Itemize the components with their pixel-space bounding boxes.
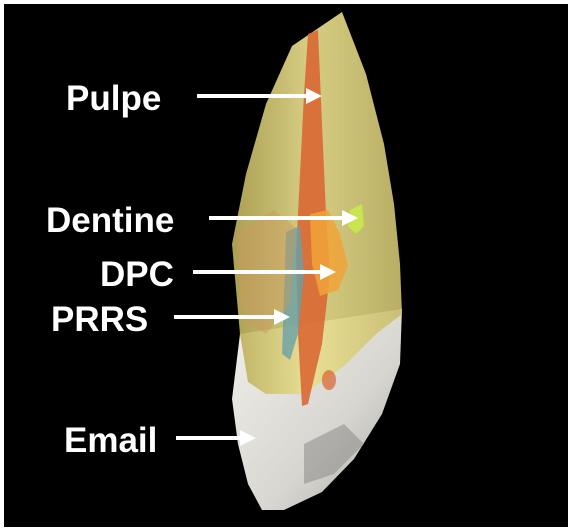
pulp-fragment	[322, 370, 336, 390]
label-dpc: DPC	[100, 257, 174, 292]
label-dentine: Dentine	[46, 203, 174, 238]
label-prrs: PRRS	[51, 302, 148, 337]
arrow-email	[176, 430, 256, 446]
label-pulpe: Pulpe	[66, 81, 161, 116]
label-email: Email	[64, 423, 157, 458]
image-frame: Pulpe Dentine DPC PRRS Email	[4, 4, 568, 527]
